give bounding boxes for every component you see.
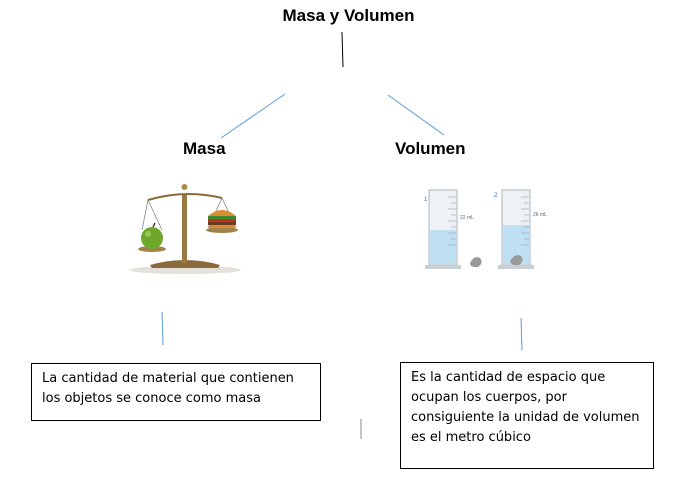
definition-box-masa: La cantidad de material que contienen lo… xyxy=(31,363,321,421)
cylinder-2-reading: 26 mL xyxy=(533,212,547,218)
connector-masa-box xyxy=(161,311,164,346)
cylinder-1-reading: 22 mL xyxy=(460,215,474,221)
cylinder-1-number: 1 xyxy=(424,197,428,203)
branch-line-volumen xyxy=(387,94,445,136)
definition-box-volumen: Es la cantidad de espacio que ocupan los… xyxy=(400,362,654,469)
definition-masa-text: La cantidad de material que contienen lo… xyxy=(42,371,294,406)
title-stem-line xyxy=(341,31,344,68)
heading-volumen: Volumen xyxy=(395,139,466,158)
diagram-title: Masa y Volumen xyxy=(282,6,415,25)
balance-scale-image xyxy=(128,175,242,275)
branch-line-masa xyxy=(220,93,286,139)
heading-masa: Masa xyxy=(183,139,226,158)
graduated-cylinders-image: 1 22 mL 2 26 mL xyxy=(420,185,552,273)
cylinder-2-number: 2 xyxy=(494,193,498,199)
connector-volumen-box xyxy=(520,317,523,351)
definition-volumen-text: Es la cantidad de espacio que ocupan los… xyxy=(411,370,640,445)
